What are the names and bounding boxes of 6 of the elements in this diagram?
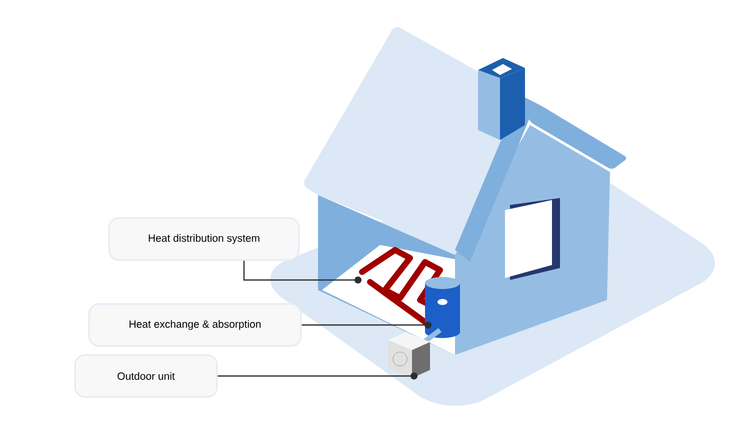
- leader-line: [302, 322, 432, 328]
- label-box: Heat exchange & absorption: [88, 303, 302, 347]
- leader-line: [218, 372, 418, 380]
- label-box: Outdoor unit: [74, 354, 218, 398]
- leader-line: [243, 260, 362, 284]
- label-box: Heat distribution system: [108, 217, 300, 261]
